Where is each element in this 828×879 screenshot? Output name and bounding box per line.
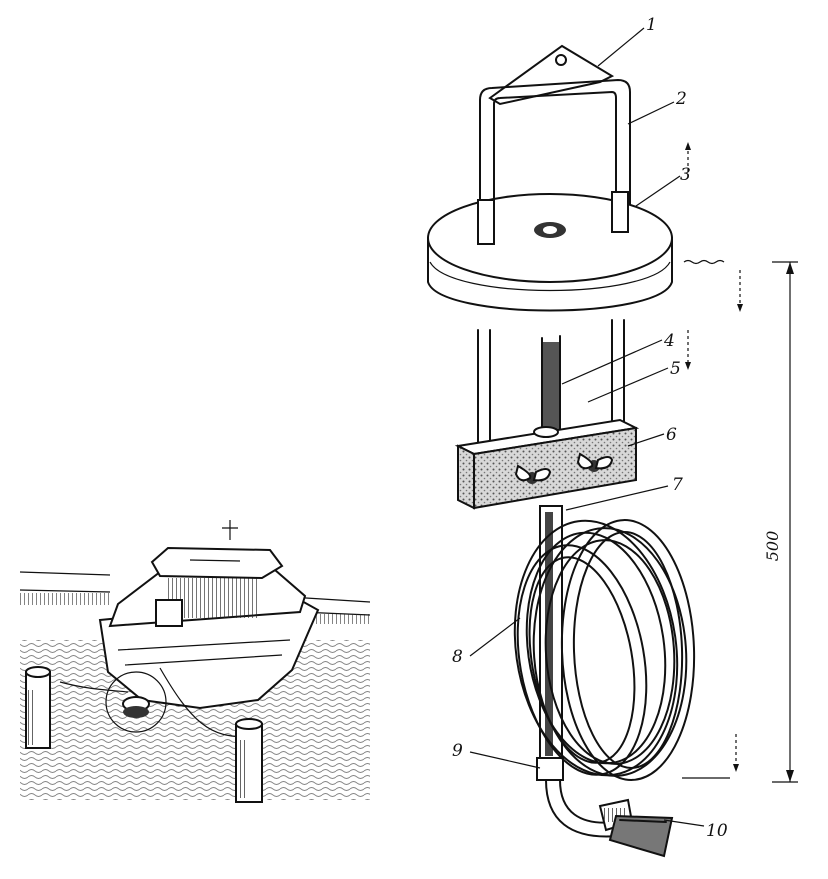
device-illustration — [427, 27, 798, 858]
callout-label: 2 — [675, 89, 687, 109]
boat-hull — [98, 598, 320, 710]
callout-label: 4 — [663, 331, 675, 351]
rod-bracket — [479, 79, 631, 243]
detail-circle — [105, 671, 167, 733]
moored-boat-scene — [19, 520, 371, 803]
mooring-posts — [25, 666, 263, 803]
callout-label: 5 — [670, 359, 681, 379]
callout-label: 10 — [706, 821, 728, 841]
dimension-value: 500 — [763, 531, 782, 562]
callout-label: 7 — [672, 475, 683, 495]
suspension-plate — [488, 44, 615, 106]
boat-roof — [150, 546, 284, 580]
leader-lines — [469, 27, 705, 827]
lower-rods — [477, 319, 625, 447]
callout-label: 3 — [680, 165, 691, 185]
wing-nut-icon — [514, 464, 552, 484]
water-surface-mark — [683, 259, 725, 265]
callout-label: 1 — [646, 15, 657, 35]
clamp-block — [454, 418, 640, 510]
dimension-line — [772, 261, 798, 783]
hose-end-fitting — [598, 798, 674, 858]
callout-label: 6 — [666, 425, 677, 445]
coiled-hose — [513, 519, 696, 781]
callout-label: 8 — [452, 647, 463, 667]
sampling-tube — [536, 505, 619, 838]
float-disc — [427, 191, 673, 312]
wing-nut-icon — [576, 452, 614, 472]
callout-label: 9 — [452, 741, 463, 761]
motion-arrows — [685, 142, 743, 772]
